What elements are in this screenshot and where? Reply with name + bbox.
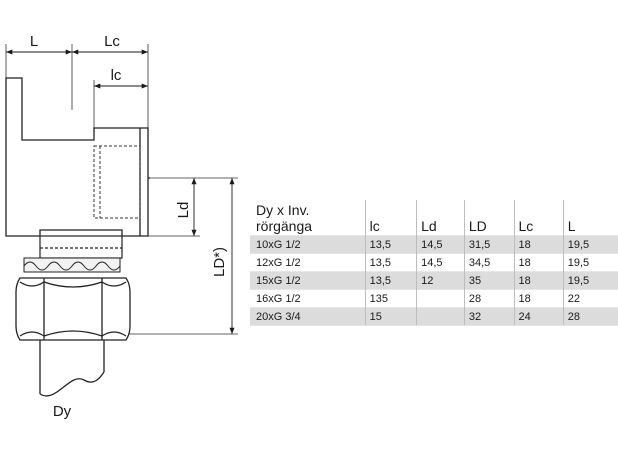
cell-Ld (416, 289, 465, 308)
cell-LD: 32 (463, 307, 514, 326)
pipe (39, 340, 105, 397)
cell-size: 10xG 1/2 (250, 235, 366, 254)
column-header-size: Dy x Inv. rörgänga (250, 200, 366, 236)
cell-Ld: 14,5 (416, 235, 465, 254)
cell-L: 28 (562, 307, 618, 326)
cell-lc: 13,5 (364, 253, 417, 272)
cell-L: 22 (562, 289, 618, 308)
cell-Lc: 18 (513, 235, 564, 254)
dim-label-Lc: Lc (104, 33, 120, 50)
external-thread (23, 257, 121, 273)
cell-LD: 35 (463, 271, 514, 290)
fitting-neck (39, 235, 123, 259)
fitting-body (5, 77, 150, 237)
compression-nut (15, 277, 131, 341)
technical-drawing: L Lc lc Ld LD*) Dy (5, 33, 238, 420)
table-row: 12xG 1/2 13,5 14,5 34,5 18 19,5 (250, 253, 618, 272)
cell-Lc: 18 (513, 289, 564, 308)
table-row: 10xG 1/2 13,5 14,5 31,5 18 19,5 (250, 235, 618, 254)
column-header-L: L (562, 200, 618, 236)
dim-label-Dy: Dy (53, 403, 72, 420)
dim-label-lc: lc (111, 67, 122, 84)
cell-size: 16xG 1/2 (250, 289, 366, 308)
cell-L: 19,5 (562, 271, 618, 290)
cell-Lc: 18 (513, 271, 564, 290)
dim-label-LD: LD*) (211, 247, 228, 277)
dimension-lines (6, 49, 235, 334)
cell-size: 15xG 1/2 (250, 271, 366, 290)
cell-lc: 13,5 (364, 235, 417, 254)
dim-label-Ld: Ld (175, 202, 192, 219)
column-header-Ld: Ld (416, 200, 465, 236)
cell-Ld (416, 307, 465, 326)
cell-L: 19,5 (562, 235, 618, 254)
dim-label-L: L (30, 33, 38, 50)
cell-size: 20xG 3/4 (250, 307, 366, 326)
cell-lc: 15 (364, 307, 417, 326)
cell-size: 12xG 1/2 (250, 253, 366, 272)
cell-Ld: 14,5 (416, 253, 465, 272)
cell-Lc: 24 (513, 307, 564, 326)
cell-lc: 13,5 (364, 271, 417, 290)
column-header-Lc: Lc (513, 200, 564, 236)
table-header-row: Dy x Inv. rörgänga lc Ld LD Lc L (250, 200, 618, 236)
table-row: 20xG 3/4 15 32 24 28 (250, 307, 618, 326)
cell-lc: 135 (364, 289, 417, 308)
cell-L: 19,5 (562, 253, 618, 272)
cell-LD: 28 (463, 289, 514, 308)
table-row: 16xG 1/2 135 28 18 22 (250, 289, 618, 308)
table-row: 15xG 1/2 13,5 12 35 18 19,5 (250, 271, 618, 290)
dimensions-table: Dy x Inv. rörgänga lc Ld LD Lc L 10xG 1/… (250, 200, 618, 326)
column-header-LD: LD (463, 200, 514, 236)
cell-LD: 34,5 (463, 253, 514, 272)
cell-LD: 31,5 (463, 235, 514, 254)
internal-thread-hidden (93, 145, 141, 219)
cell-Ld: 12 (416, 271, 465, 290)
cell-Lc: 18 (513, 253, 564, 272)
column-header-lc: lc (364, 200, 417, 236)
